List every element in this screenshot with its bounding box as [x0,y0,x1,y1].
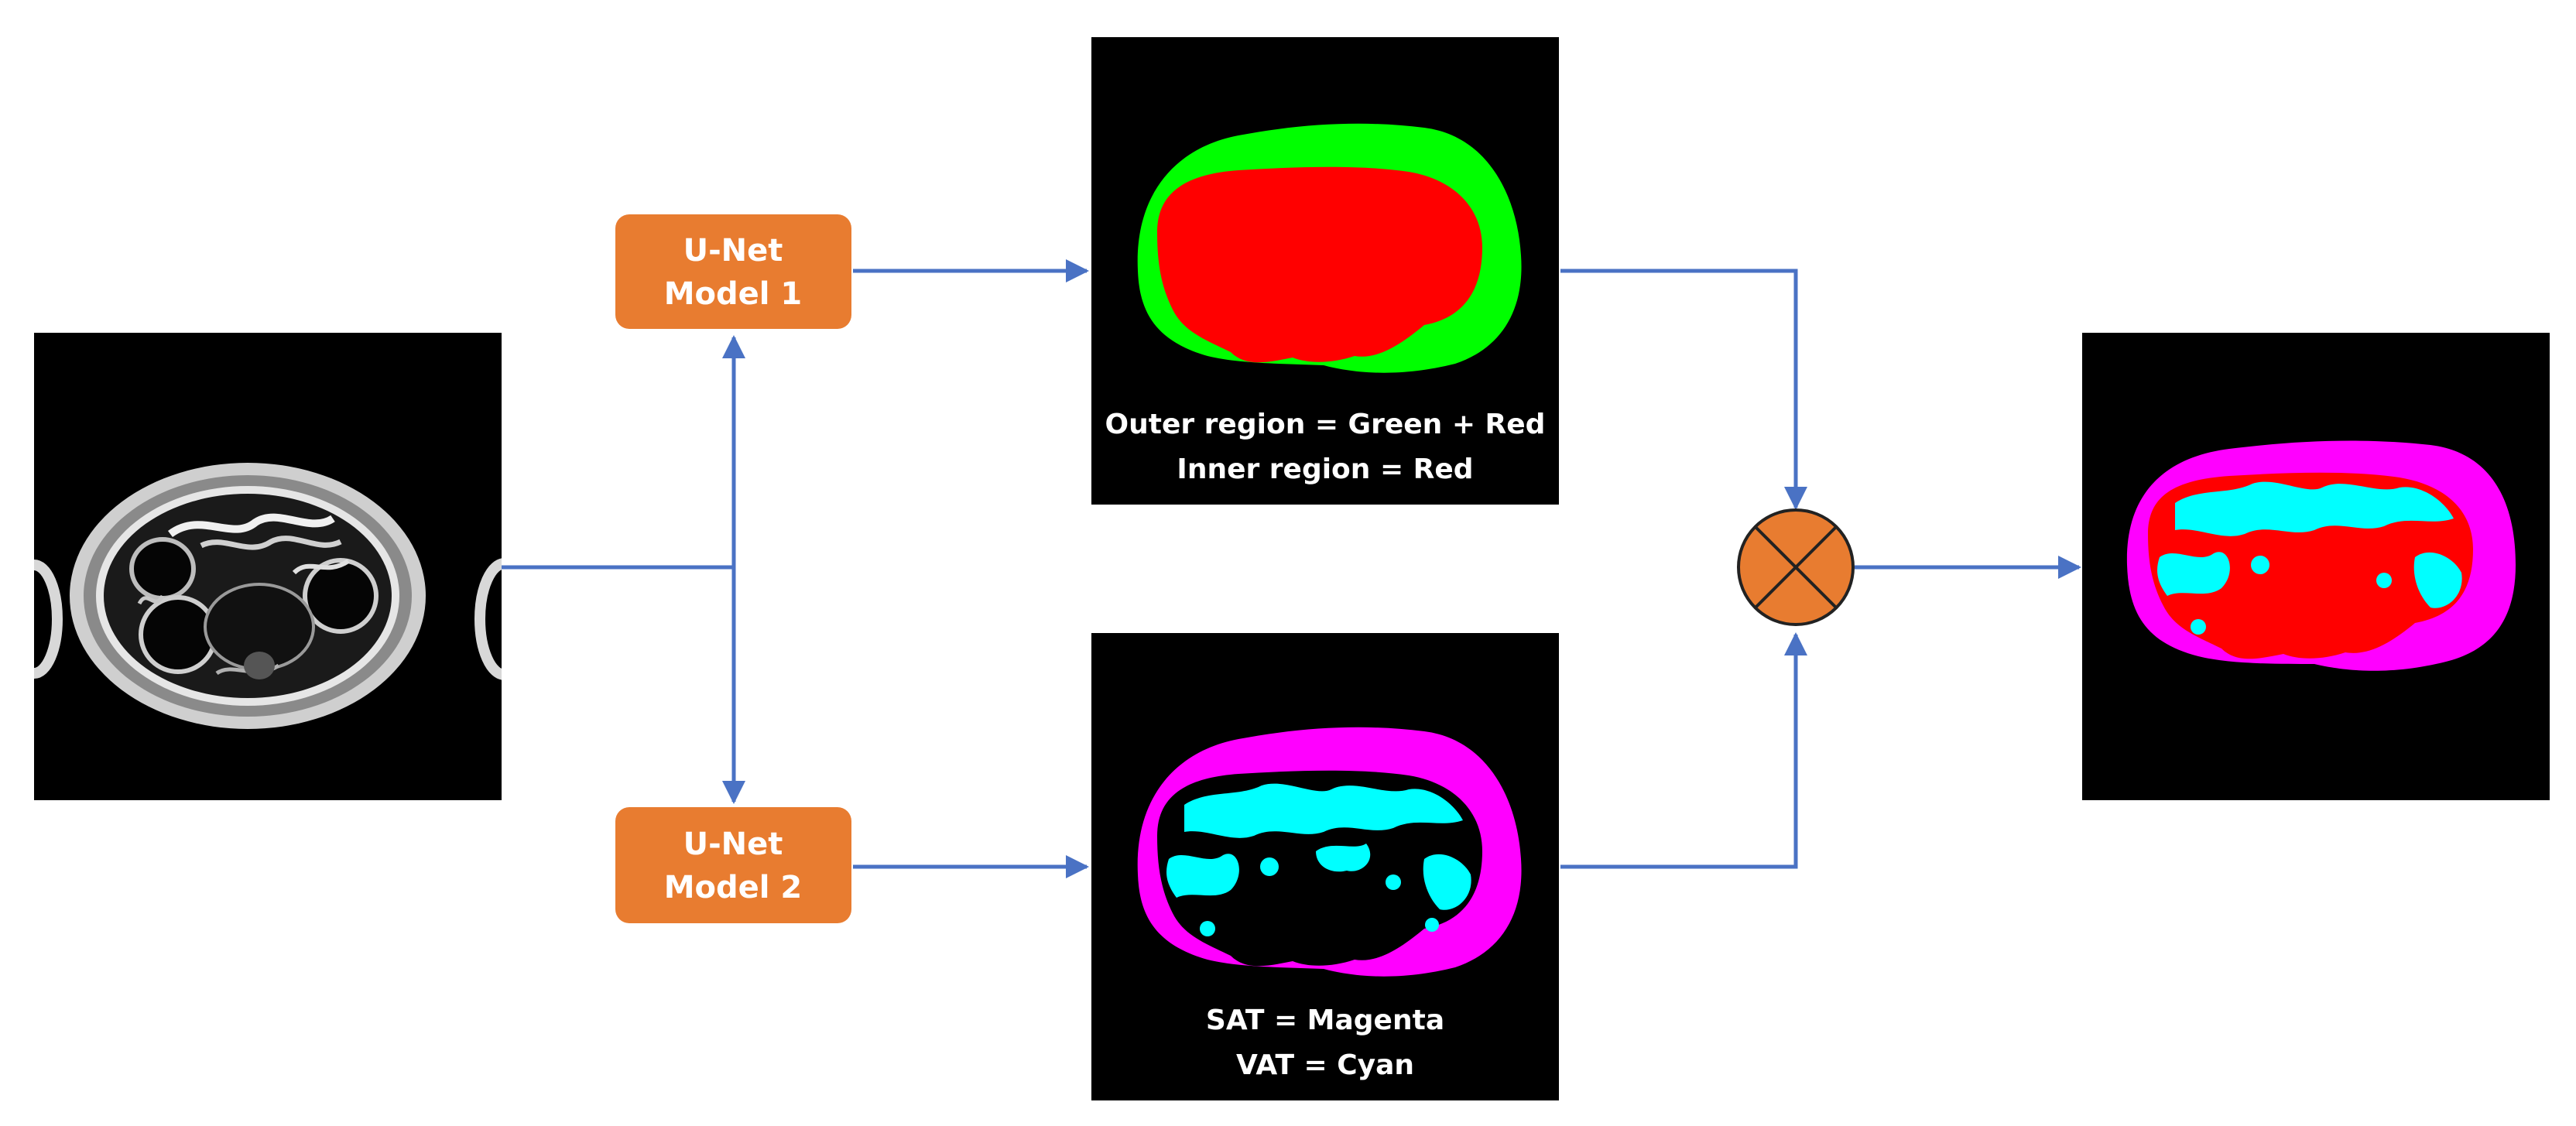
bottom-output-panel: SAT = Magenta VAT = Cyan [1091,633,1559,1100]
unet-model1-box: U-Net Model 1 [615,214,851,329]
connectors [502,259,2081,878]
bottom-output-caption1: SAT = Magenta [1206,1005,1444,1036]
unet-model1-line2: Model 1 [664,276,803,312]
vat-region-cyan [1166,783,1471,936]
inner-region-red [1157,166,1482,363]
arrow-top-output-to-combine [1560,269,1807,510]
top-output-caption1: Outer region = Green + Red [1105,409,1546,440]
unet-model2-box: U-Net Model 2 [615,807,851,923]
top-output-caption2: Inner region = Red [1177,453,1473,485]
top-output-panel: Outer region = Green + Red Inner region … [1091,37,1559,505]
arrow-bottom-output-to-combine [1560,632,1807,869]
final-result-image [2082,333,2550,800]
unet-model2-line1: U-Net [683,827,783,862]
unet-model2-line2: Model 2 [664,870,803,905]
result-vat-cyan [2157,481,2462,635]
input-mri-image [34,333,502,800]
bottom-output-caption2: VAT = Cyan [1236,1049,1414,1081]
combine-node-multiply-icon [1737,508,1855,626]
unet-model1-line1: U-Net [683,233,783,269]
